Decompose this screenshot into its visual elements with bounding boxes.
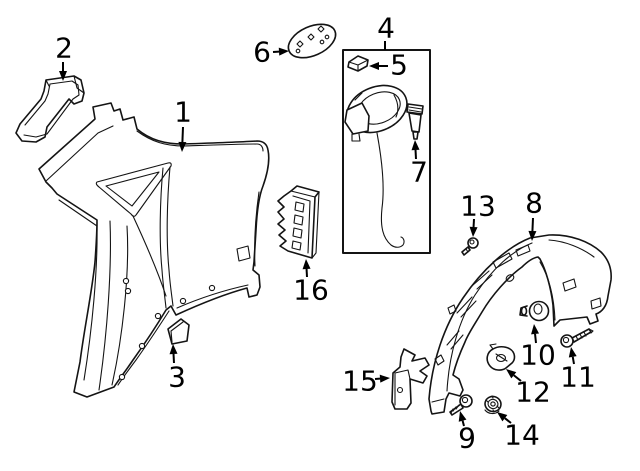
callout-arrow-line [534, 333, 537, 344]
callout-arrowhead [411, 140, 420, 151]
part-drawing-latch-7 [406, 103, 424, 140]
part-drawing-screw-9 [449, 394, 473, 416]
callout-arrowhead [369, 62, 379, 70]
part-drawing-bracket-2 [15, 75, 85, 143]
callout-8[interactable]: 8 [525, 187, 543, 242]
callout-2[interactable]: 2 [55, 32, 73, 82]
callout-6[interactable]: 6 [253, 36, 289, 69]
part-number-label: 2 [55, 32, 73, 65]
callout-arrowhead [469, 226, 478, 237]
callout-15[interactable]: 15 [342, 365, 390, 398]
callout-4[interactable]: 4 [377, 12, 395, 51]
part-number-label: 10 [520, 339, 556, 372]
part-drawing-quarter-panel-1 [38, 102, 270, 398]
part-number-label: 4 [377, 12, 395, 45]
part-number-label: 11 [560, 361, 596, 394]
part-number-label: 5 [390, 49, 408, 82]
callout-5[interactable]: 5 [369, 49, 408, 82]
part-drawing-clip-10 [519, 300, 550, 322]
part-drawing-grommet-14 [484, 395, 502, 415]
callout-arrowhead [379, 374, 390, 383]
callout-arrow-line [461, 420, 465, 427]
callout-arrow-line [531, 217, 534, 232]
part-drawing-vent-16 [277, 185, 320, 259]
part-number-label: 14 [504, 419, 540, 452]
part-number-label: 12 [515, 376, 551, 409]
part-drawing-screw-11 [560, 328, 594, 348]
part-drawing-screw-13 [461, 237, 479, 256]
callout-arrowhead [531, 324, 540, 335]
callout-arrowhead [302, 259, 311, 270]
callout-arrow-line [513, 374, 522, 382]
callout-16[interactable]: 16 [293, 259, 329, 307]
callout-arrowhead [169, 344, 178, 355]
part-number-label: 9 [458, 422, 476, 455]
callout-13[interactable]: 13 [460, 190, 496, 238]
part-drawing-clip-5 [347, 55, 369, 72]
callout-arrowhead [568, 347, 577, 358]
callout-1[interactable]: 1 [174, 96, 192, 153]
callout-12[interactable]: 12 [506, 369, 551, 409]
callout-arrowhead [497, 412, 508, 422]
part-number-label: 6 [253, 36, 271, 69]
callout-3[interactable]: 3 [168, 344, 186, 394]
callout-arrowhead [178, 141, 187, 152]
part-drawing-wheel-liner-8 [428, 234, 612, 415]
callout-9[interactable]: 9 [458, 411, 476, 455]
callout-11[interactable]: 11 [560, 347, 596, 394]
part-number-label: 1 [174, 96, 192, 129]
callout-arrow-line [181, 126, 184, 143]
part-drawing-clip-12 [486, 343, 516, 371]
callout-arrow-line [571, 356, 575, 365]
callout-arrowhead [506, 369, 517, 379]
part-number-label: 8 [525, 187, 543, 220]
part-number-label: 16 [293, 274, 329, 307]
part-drawing-bracket-15 [391, 348, 430, 410]
part-drawing-plate-6 [287, 23, 337, 59]
part-number-label: 15 [342, 365, 378, 398]
callout-arrow-line [504, 417, 512, 424]
callout-arrowhead [59, 71, 67, 81]
callout-arrowhead [528, 230, 537, 241]
callout-7[interactable]: 7 [410, 140, 428, 189]
part-number-label: 7 [410, 156, 428, 189]
part-drawing-fuel-filler-door [344, 84, 408, 248]
part-number-label: 3 [168, 361, 186, 394]
part-drawing-plate-3 [167, 318, 190, 345]
callout-arrowhead [458, 411, 467, 422]
callout-arrowhead [278, 47, 289, 56]
part-number-label: 13 [460, 190, 496, 223]
callout-10[interactable]: 10 [520, 324, 556, 372]
callout-14[interactable]: 14 [497, 412, 540, 452]
